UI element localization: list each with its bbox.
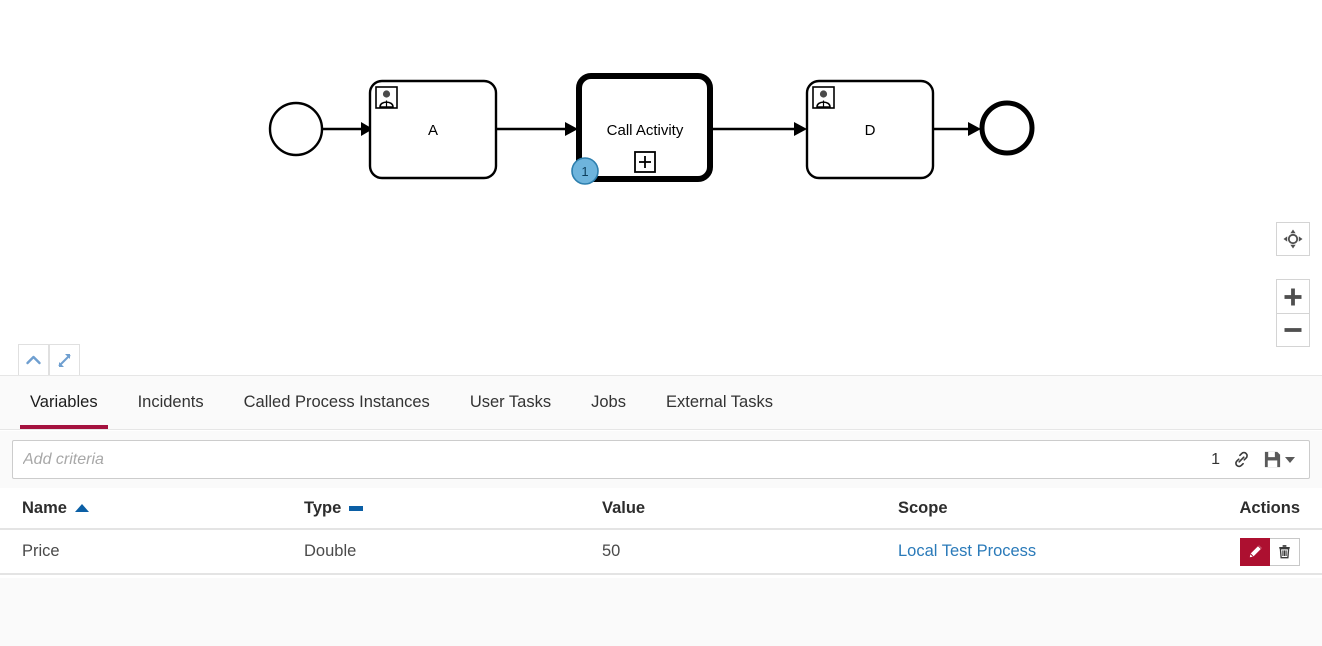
chevron-down-icon [1285,456,1295,463]
diagram-zoom-controls [1276,222,1310,347]
search-criteria-bar: 1 [0,431,1322,488]
instance-count-badge[interactable]: 1 [571,157,599,185]
column-header-name[interactable]: Name [0,499,300,518]
detail-tab-bar: Variables Incidents Called Process Insta… [0,375,1322,430]
sort-ascending-icon [74,504,89,512]
plus-icon [1284,288,1302,305]
column-header-actions: Actions [1194,499,1322,518]
column-header-scope-label: Scope [898,498,948,517]
column-header-name-label: Name [22,498,67,517]
variables-table: Name Type Value Scope Actions Price Doub… [0,488,1322,575]
delete-variable-button[interactable] [1270,537,1300,566]
tab-variables-label: Variables [30,393,98,411]
search-criteria-box[interactable]: 1 [12,440,1310,479]
bpmn-call-activity[interactable]: Call Activity [576,73,713,182]
edit-pencil-icon [1249,545,1262,558]
cell-variable-name: Price [22,542,60,560]
instance-count-badge-label: 1 [581,164,588,179]
task-d-label: D [865,122,876,139]
zoom-out-button[interactable] [1276,313,1310,347]
zoom-in-button[interactable] [1276,279,1310,313]
save-filter-button[interactable] [1263,450,1295,469]
tab-variables[interactable]: Variables [10,376,118,429]
column-header-scope[interactable]: Scope [894,499,1194,518]
user-task-icon [812,86,835,109]
edit-variable-button[interactable] [1240,537,1270,566]
link-chain-icon [1235,451,1248,468]
result-count: 1 [1211,450,1220,468]
collapse-diagram-button[interactable] [18,344,49,375]
sequence-flow-call-to-d [710,122,807,136]
column-header-type[interactable]: Type [300,499,598,518]
variables-table-header: Name Type Value Scope Actions [0,488,1322,530]
tab-external-tasks-label: External Tasks [665,393,773,411]
tab-incidents-label: Incidents [137,393,204,411]
expand-diagonal-icon [58,353,71,367]
tab-external-tasks[interactable]: External Tasks [646,376,793,429]
save-floppy-icon [1264,451,1281,468]
bpmn-diagram-svg: A Call Activity 1 [268,73,1035,185]
expand-diagram-button[interactable] [49,344,80,375]
search-input[interactable] [21,449,1212,470]
tab-called-process-instances-label: Called Process Instances [243,393,430,411]
row-action-buttons [1240,537,1300,566]
diagram-panel-toggles [18,344,80,375]
call-activity-label: Call Activity [607,122,684,139]
tab-jobs-label: Jobs [591,393,626,411]
bpmn-user-task-d[interactable]: D [805,79,935,180]
reset-viewport-button[interactable] [1276,222,1310,256]
user-task-icon [375,86,398,109]
sequence-flow-d-to-end [933,122,981,136]
column-header-value-label: Value [602,498,646,517]
plus-box-icon [634,151,656,173]
column-header-actions-label: Actions [1239,498,1300,517]
scope-link[interactable]: Local Test Process [898,542,1037,560]
cell-variable-scope: Local Test Process [894,542,1194,561]
search-criteria-actions: 1 [1211,450,1301,469]
bpmn-user-task-a[interactable]: A [368,79,498,180]
bpmn-diagram-canvas[interactable]: A Call Activity 1 [0,0,1322,340]
cell-variable-type: Double [304,542,357,560]
chevron-up-icon [26,355,41,364]
tab-incidents[interactable]: Incidents [118,376,224,429]
tab-user-tasks-label: User Tasks [469,393,552,411]
task-a-label: A [428,122,438,139]
cell-row-actions [1194,537,1322,566]
column-header-type-label: Type [304,498,342,517]
reset-viewport-icon [1283,229,1303,249]
bpmn-start-event[interactable] [268,101,324,157]
table-empty-area [0,578,1322,646]
table-row[interactable]: Price Double 50 Local Test Process [0,530,1322,575]
column-header-value[interactable]: Value [598,499,894,518]
sequence-flow-a-to-call [496,122,578,136]
copy-link-button[interactable] [1232,450,1251,469]
cell-variable-value: 50 [602,542,621,560]
minus-icon [1284,328,1302,332]
tab-user-tasks[interactable]: User Tasks [450,376,571,429]
sort-none-icon [349,505,364,511]
bpmn-end-event[interactable] [979,100,1035,156]
sequence-flow-start-to-a [322,122,373,136]
tab-jobs[interactable]: Jobs [571,376,646,429]
tab-called-process-instances[interactable]: Called Process Instances [224,376,450,429]
trash-icon [1279,545,1290,559]
